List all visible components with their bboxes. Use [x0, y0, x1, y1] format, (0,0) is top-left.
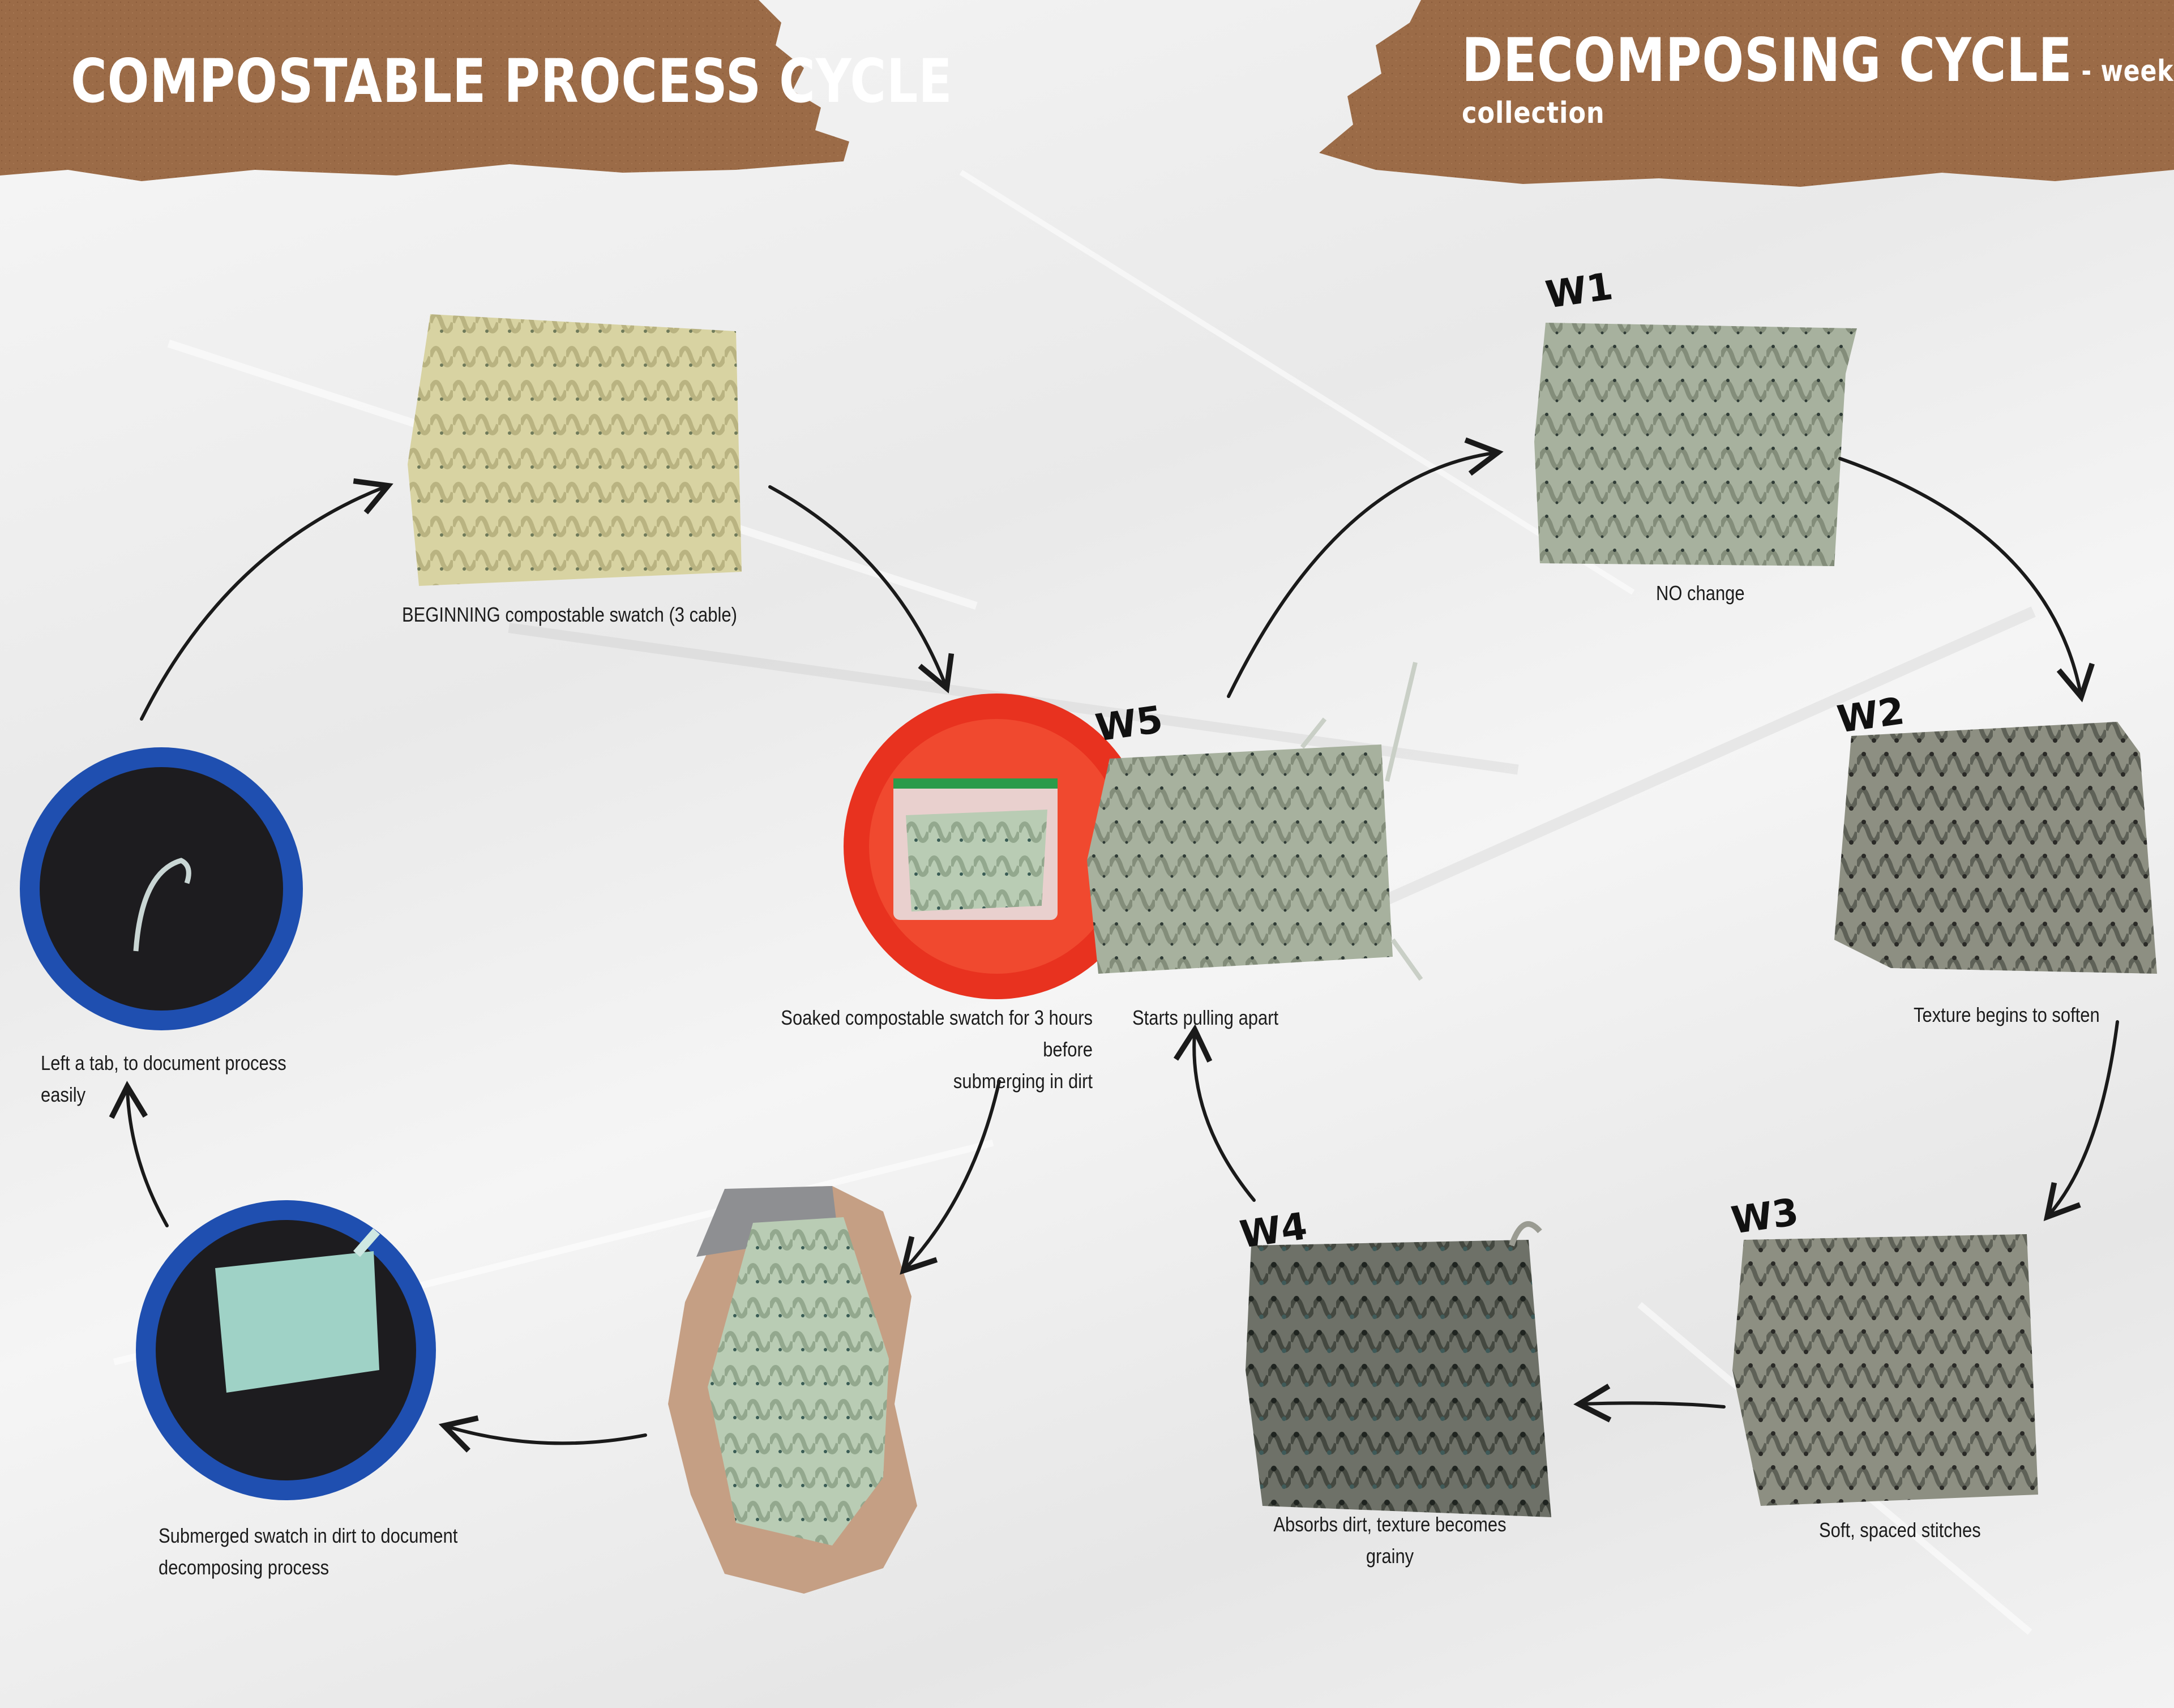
- tab-caption: Left a tab, to document process easily: [41, 1047, 286, 1111]
- right-title-suffix: - weekly data: [2081, 54, 2174, 88]
- beginning-swatch-photo: [408, 314, 742, 586]
- right-title-line2: collection: [1462, 96, 1605, 130]
- w4-caption-line2: grainy: [1366, 1544, 1414, 1568]
- w3-swatch-photo: [1732, 1234, 2038, 1506]
- soaked-swatch-photo: [844, 694, 1149, 999]
- beginning-caption: BEGINNING compostable swatch (3 cable): [402, 603, 737, 626]
- soaked-caption-line1: Soaked compostable swatch for 3 hours be…: [781, 1006, 1093, 1061]
- w1-swatch-photo: [1534, 323, 1857, 566]
- tab-caption-line2: easily: [41, 1083, 86, 1106]
- submerged-bowl-photo: [136, 1200, 436, 1500]
- tab-caption-line1: Left a tab, to document process: [41, 1051, 286, 1075]
- w5-tag: W5: [1093, 697, 1166, 750]
- arrow-w1-to-w2: [1838, 457, 2095, 703]
- tab-bowl-photo: [20, 747, 303, 1030]
- w5-caption: Starts pulling apart: [1132, 1006, 1279, 1029]
- left-title-cardboard: [0, 0, 849, 181]
- w1-tag: W1: [1543, 264, 1616, 317]
- w2-caption: Texture begins to soften: [1914, 1003, 2100, 1026]
- w5-swatch-photo: [1087, 662, 1423, 981]
- arrow-w2-to-w3: [2043, 1020, 2119, 1222]
- arrow-hand-to-submerged: [438, 1415, 647, 1453]
- w3-caption: Soft, spaced stitches: [1819, 1518, 1981, 1542]
- w3-tag: W3: [1728, 1190, 1801, 1243]
- arrow-w4-to-w5: [1173, 1024, 1256, 1202]
- right-title-cardboard: [1319, 0, 2174, 187]
- submerged-caption: Submerged swatch in dirt to document dec…: [159, 1520, 457, 1583]
- w4-tag: W4: [1237, 1204, 1310, 1257]
- w1-caption: NO change: [1656, 581, 1745, 605]
- right-title: DECOMPOSING CYCLE - weekly data: [1462, 25, 2174, 95]
- arrow-tab-to-beginning: [140, 478, 393, 721]
- soaked-caption-line2: submerging in dirt: [953, 1069, 1093, 1093]
- arrow-submerged-to-tab: [109, 1081, 169, 1227]
- right-title-main: DECOMPOSING CYCLE: [1462, 25, 2073, 95]
- arrow-soaked-to-hand: [900, 1080, 1001, 1275]
- w4-swatch-photo: [1246, 1221, 1551, 1517]
- w2-tag: W2: [1834, 689, 1907, 742]
- submerged-caption-line2: decomposing process: [159, 1556, 329, 1579]
- submerged-caption-line1: Submerged swatch in dirt to document: [159, 1524, 458, 1547]
- soaked-caption: Soaked compostable swatch for 3 hours be…: [737, 1002, 1093, 1097]
- arrow-w3-to-w4: [1573, 1384, 1726, 1423]
- arrow-w5-to-w1: [1227, 437, 1504, 698]
- arrow-beginning-to-soaked: [768, 485, 955, 694]
- w4-caption: Absorbs dirt, texture becomes grainy: [1246, 1509, 1533, 1572]
- w4-caption-line1: Absorbs dirt, texture becomes: [1273, 1513, 1507, 1536]
- w2-swatch-photo: [1834, 722, 2157, 974]
- hand-holding-swatch-photo: [668, 1186, 917, 1594]
- left-title: COMPOSTABLE PROCESS CYCLE: [71, 46, 953, 116]
